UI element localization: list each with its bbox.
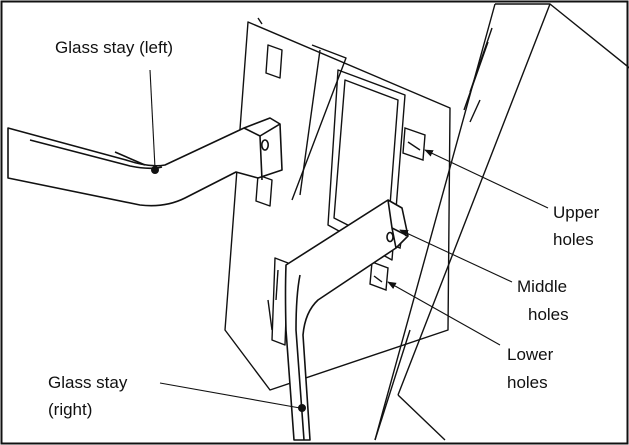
label-middle-holes-line1: Middle (517, 277, 567, 296)
leader-lines (149, 69, 549, 409)
lower-holes (369, 261, 389, 291)
label-lower-holes-line1: Lower (507, 345, 554, 364)
glass-stay-left (7, 117, 283, 207)
mounting-panel (224, 3, 629, 441)
leader-lower-holes (387, 281, 501, 346)
upper-holes (402, 127, 426, 161)
leader-glass-stay-left (149, 69, 156, 169)
label-middle-holes-line2: holes (528, 305, 569, 324)
label-glass-stay-left: Glass stay (left) (55, 38, 173, 57)
leader-upper-holes (424, 149, 549, 209)
label-glass-stay-right-line1: Glass stay (48, 373, 128, 392)
label-upper-holes-line1: Upper (553, 203, 600, 222)
label-upper-holes-line2: holes (553, 230, 594, 249)
label-glass-stay-right-line2: (right) (48, 400, 92, 419)
glass-stay-right (284, 199, 409, 441)
label-lower-holes-line2: holes (507, 373, 548, 392)
leader-middle-holes (399, 229, 513, 283)
leader-glass-stay-right (159, 382, 301, 409)
